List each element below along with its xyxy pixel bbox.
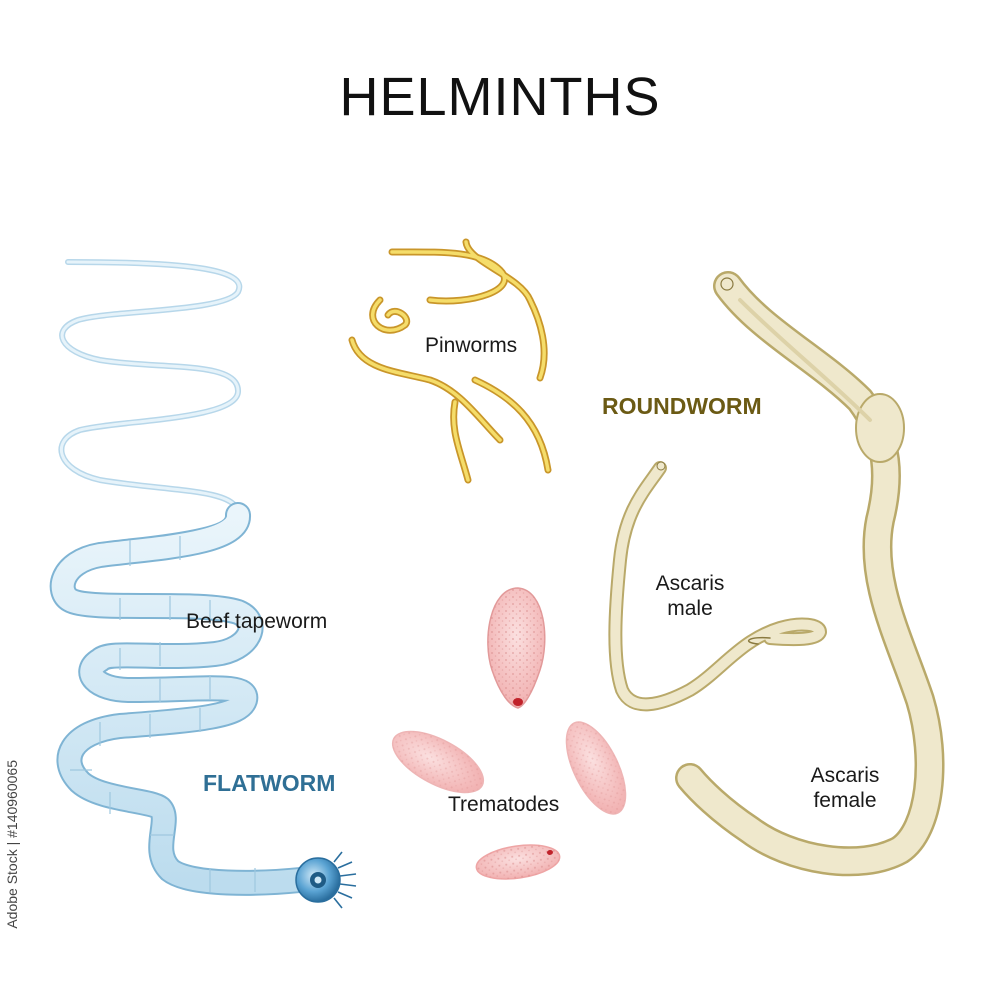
trematode-left — [391, 730, 485, 794]
ascaris-female-vulva-swelling — [855, 393, 905, 463]
ascaris-female-label: Ascaris female — [811, 763, 880, 813]
ascaris-female-label-line2: female — [813, 789, 877, 813]
stock-id-label: Adobe Stock | #140960065 — [4, 760, 20, 929]
trematodes-illustration — [391, 587, 627, 880]
roundworm-label: ROUNDWORM — [602, 393, 762, 419]
beef-tapeworm-illustration — [49, 259, 357, 909]
scolex-hooks — [333, 851, 357, 909]
flatworm-label: FLATWORM — [203, 770, 336, 796]
pinworms-illustration — [348, 238, 552, 484]
page-title: HELMINTHS — [339, 67, 661, 127]
ascaris-male-label-line2: male — [667, 597, 713, 621]
trematode-top — [487, 587, 546, 709]
ascaris-male-illustration — [608, 461, 827, 712]
tapeworm-segments — [70, 536, 256, 892]
trematodes-label: Trematodes — [448, 793, 560, 816]
pinworms-label: Pinworms — [425, 334, 518, 357]
ascaris-female-label-line1: Ascaris — [810, 764, 880, 787]
ascaris-male-label-line1: Ascaris — [655, 572, 725, 595]
trematode-right — [565, 721, 627, 815]
ascaris-female-illustration — [675, 271, 945, 877]
trematode-bottom — [475, 844, 561, 880]
ascaris-male-label: Ascaris male — [656, 571, 725, 621]
beef-tapeworm-label: Beef tapeworm — [186, 610, 328, 633]
